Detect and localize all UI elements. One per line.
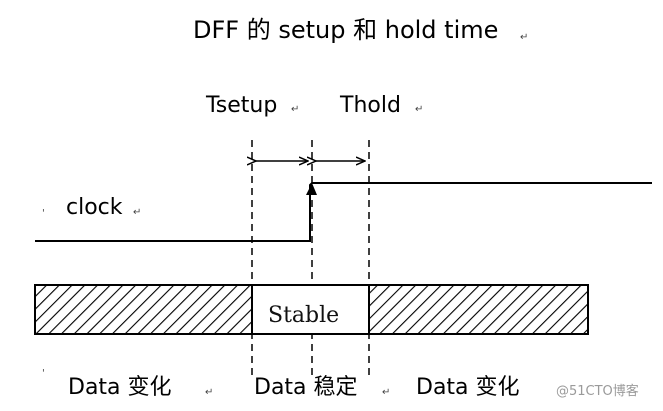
diagram-title: DFF 的 setup 和 hold time: [193, 16, 498, 44]
clock-rising-edge-arrow: [306, 183, 317, 195]
tsetup-label: Tsetup: [205, 93, 277, 118]
paragraph-mark: ↵: [205, 387, 213, 398]
watermark: @51CTO博客: [556, 383, 639, 399]
small-tick-mark: ': [42, 208, 45, 219]
clock-label: clock: [66, 195, 123, 220]
data-change-left-label: Data 变化: [68, 375, 172, 400]
small-tick-mark: ': [42, 368, 45, 379]
paragraph-mark: ↵: [133, 207, 141, 218]
data-stable-label: Data 稳定: [254, 375, 358, 400]
paragraph-mark: ↵: [415, 104, 423, 115]
data-stable-region: [251, 284, 370, 335]
data-changing-left-region: [34, 284, 253, 335]
data-changing-right-region: [368, 284, 589, 335]
stable-label: Stable: [268, 303, 339, 328]
paragraph-mark: ↵: [520, 32, 528, 43]
paragraph-mark: ↵: [382, 387, 390, 398]
paragraph-mark: ↵: [291, 104, 299, 115]
clock-waveform: [35, 182, 652, 242]
data-change-right-label: Data 变化: [416, 375, 520, 400]
thold-label: Thold: [339, 93, 401, 118]
